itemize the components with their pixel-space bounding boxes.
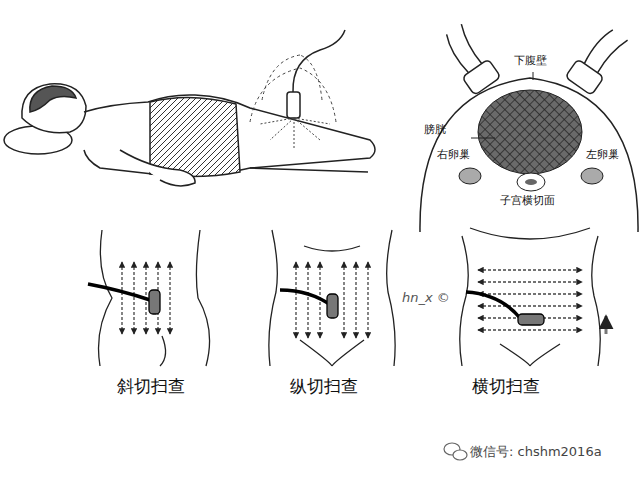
scan-caption: 纵切扫查 [290, 376, 358, 396]
wechat-id: 微信号: chshm2016a [470, 444, 602, 460]
probe-top [250, 30, 345, 150]
wechat-icon [444, 443, 467, 460]
scan-caption: 横切扫查 [472, 376, 540, 396]
pelvis-section [420, 23, 638, 232]
torso-transverse [460, 228, 606, 366]
torso-longitudinal [269, 230, 395, 366]
wall-label: 下腹壁 [514, 54, 547, 67]
torso-oblique [88, 230, 210, 366]
uterus-label: 子宫横切面 [500, 194, 555, 207]
ovary-label: 右卵巢 [437, 148, 470, 161]
watermark: hn_x © [402, 290, 450, 306]
patient-figure [4, 84, 375, 186]
ovary-label: 左卵巢 [586, 148, 619, 161]
bladder-label: 膀胱 [424, 123, 446, 136]
scan-caption: 斜切扫查 [117, 376, 185, 396]
